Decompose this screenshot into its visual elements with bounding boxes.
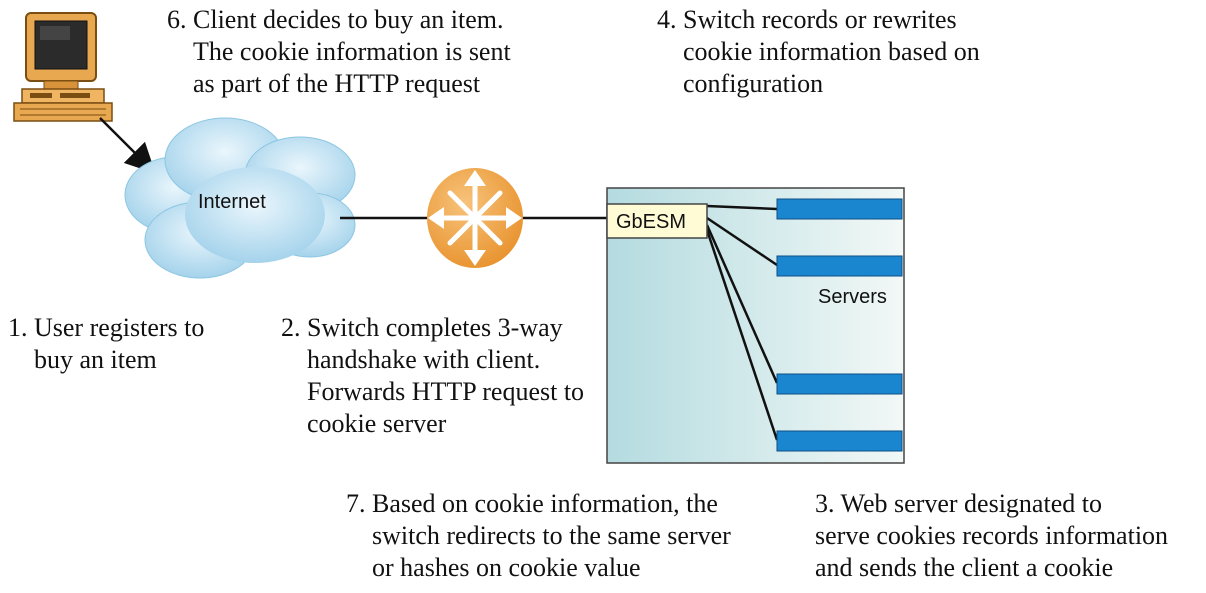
- gbesm-label: GbESM: [616, 211, 686, 233]
- step-6-line-2: The cookie information is sent: [193, 37, 511, 66]
- step-1-line-1: 1. User registers to: [8, 313, 205, 342]
- client-computer-icon: [13, 12, 113, 122]
- step-2-note: 2. Switch completes 3-way handshake with…: [281, 312, 584, 440]
- step-3-note: 3. Web server designated to serve cookie…: [815, 488, 1168, 584]
- step-2-line-4: cookie server: [307, 409, 447, 438]
- step-2-line-3: Forwards HTTP request to: [307, 377, 585, 406]
- server-4: [776, 430, 903, 452]
- servers-label: Servers: [818, 286, 887, 308]
- step-3-line-1: 3. Web server designated to: [815, 489, 1102, 518]
- step-2-line-2: handshake with client.: [307, 345, 541, 374]
- step-4-note: 4. Switch records or rewrites cookie inf…: [657, 4, 980, 100]
- step-3-line-3: and sends the client a cookie: [815, 553, 1114, 582]
- step-7-line-2: switch redirects to the same server: [372, 521, 731, 550]
- server-1: [776, 198, 903, 220]
- server-2: [776, 255, 903, 277]
- step-6-note: 6. Client decides to buy an item. The co…: [167, 4, 511, 100]
- step-4-line-3: configuration: [683, 69, 824, 98]
- step-7-note: 7. Based on cookie information, the swit…: [346, 488, 731, 584]
- step-1-note: 1. User registers to buy an item: [8, 312, 204, 376]
- step-7-line-1: 7. Based on cookie information, the: [346, 489, 718, 518]
- step-4-line-1: 4. Switch records or rewrites: [657, 5, 957, 34]
- switch-server-links: [705, 204, 779, 441]
- internet-cloud: Internet: [124, 117, 356, 279]
- step-4-line-2: cookie information based on: [683, 37, 980, 66]
- router-icon: [427, 168, 523, 268]
- internet-label: Internet: [198, 191, 266, 213]
- step-6-line-1: 6. Client decides to buy an item.: [167, 5, 504, 34]
- gbesm-switch: GbESM: [606, 203, 708, 239]
- step-7-line-3: or hashes on cookie value: [372, 553, 641, 582]
- step-2-line-1: 2. Switch completes 3-way: [281, 313, 563, 342]
- step-3-line-2: serve cookies records information: [815, 521, 1169, 550]
- step-6-line-3: as part of the HTTP request: [193, 69, 481, 98]
- client-to-internet-arrow: [99, 117, 156, 174]
- server-3: [776, 373, 903, 395]
- servers-group: Servers: [776, 198, 903, 452]
- step-1-line-2: buy an item: [34, 345, 157, 374]
